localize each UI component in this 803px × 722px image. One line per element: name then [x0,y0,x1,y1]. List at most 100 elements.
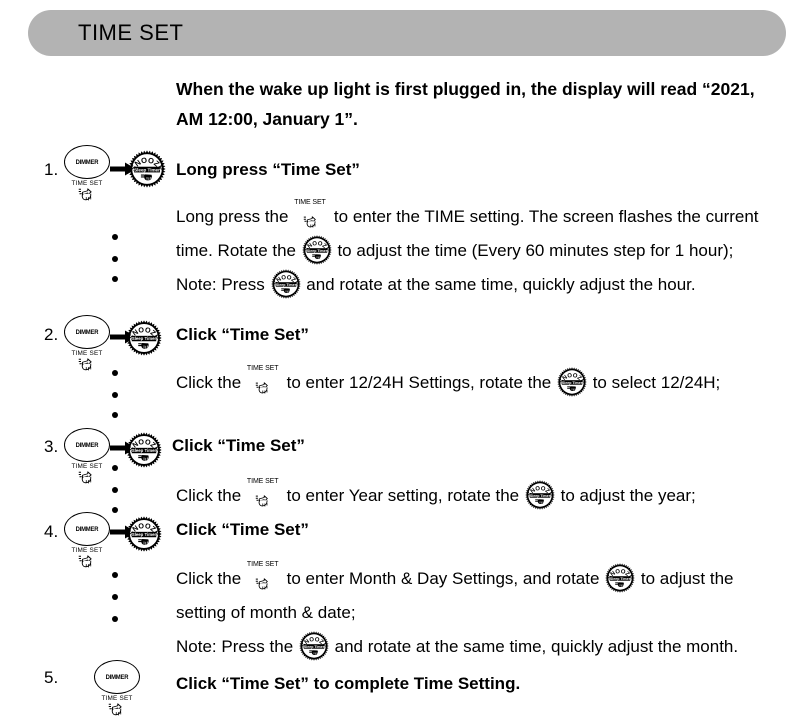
body-text: to adjust the time (Every 60 minutes ste… [332,241,734,260]
svg-text:Sleep Timer: Sleep Timer [132,532,157,537]
time-set-label: TIME SET [71,350,103,357]
bullet-marker [112,276,118,282]
right-arrow-icon [110,162,136,176]
time-set-label: TIME SET [101,695,133,702]
svg-text:Sleep Timer: Sleep Timer [132,336,157,341]
step-body: Click the TIME SET to enter Year setting… [176,461,796,513]
page-title: TIME SET [78,20,184,45]
body-text: to enter Month & Day Settings, and rotat… [281,569,605,588]
pointing-hand-icon [256,578,269,590]
dimmer-button-circle[interactable]: DIMMER [64,428,110,462]
inline-time-set-icon[interactable]: TIME SET [247,461,281,508]
inline-time-set-icon[interactable]: TIME SET [247,348,281,395]
step-heading: Long press “Time Set” [176,160,360,179]
inline-time-set-icon[interactable]: TIME SET [247,544,281,591]
inline-hand-icon-wrap [294,215,328,229]
dimmer-time-set-button-icon[interactable]: DIMMER TIME SET [62,512,112,569]
time-set-label: TIME SET [71,180,103,187]
hand-icon-wrap [92,702,142,717]
step-heading: Click “Time Set” [172,436,305,455]
body-text: Click the [176,569,246,588]
bullet-marker [112,256,118,262]
time-set-label: TIME SET [71,463,103,470]
step-number: 2. [44,325,59,344]
body-text: Click the [176,373,246,392]
body-text: Note: Press the [176,637,298,656]
pointing-hand-icon [108,703,122,716]
inline-time-set-label: TIME SET [294,199,326,206]
body-text: to enter Year setting, rotate the [281,486,524,505]
pointing-hand-icon [78,555,92,568]
dimmer-button-circle[interactable]: DIMMER [94,660,140,694]
step-body: Long press the TIME SET to enter the TIM… [176,182,776,302]
bullet-marker [112,572,118,578]
step-number: 1. [44,160,59,179]
section-header-bar: TIME SET [28,10,786,56]
bullet-marker [112,487,118,493]
dimmer-time-set-button-icon[interactable]: DIMMER TIME SET [62,428,112,485]
bullet-marker [112,370,118,376]
inline-hand-icon-wrap [247,494,281,508]
body-text: and rotate at the same time, quickly adj… [329,637,739,656]
body-text: Note: Press [176,275,270,294]
pointing-hand-icon [303,216,316,228]
bullet-marker [112,594,118,600]
svg-text:Sleep Timer: Sleep Timer [307,249,328,253]
pointing-hand-icon [256,382,269,394]
intro-paragraph: When the wake up light is first plugged … [176,79,755,129]
svg-text:Sleep Timer: Sleep Timer [530,494,551,498]
inline-hand-icon-wrap [247,577,281,591]
dimmer-label: DIMMER [105,673,129,681]
inline-time-set-label: TIME SET [246,561,279,568]
dimmer-label: DIMMER [75,441,99,449]
dimmer-label: DIMMER [75,525,99,533]
bullet-marker [112,234,118,240]
bullet-marker [112,616,118,622]
svg-text:Sleep Timer: Sleep Timer [562,381,583,385]
step-heading: Click “Time Set” [176,520,309,539]
step-number: 3. [44,437,59,456]
step-number: 5. [44,668,59,687]
step-heading: Click “Time Set” [176,325,309,344]
dimmer-button-circle[interactable]: DIMMER [64,145,110,179]
hand-icon-wrap [62,554,112,569]
svg-text:Sleep Timer: Sleep Timer [304,645,325,649]
dimmer-button-circle[interactable]: DIMMER [64,512,110,546]
dimmer-time-set-button-icon[interactable]: DIMMER TIME SET [92,660,142,717]
pointing-hand-icon [78,188,92,201]
body-text: to select 12/24H; [587,373,721,392]
bullet-marker [112,412,118,418]
pointing-hand-icon [78,471,92,484]
inline-time-set-icon[interactable]: TIME SET [294,182,328,229]
body-text: to adjust the setting of month & date; [176,569,734,622]
step-heading: Click “Time Set” to complete Time Settin… [176,674,521,693]
body-text: to adjust the year; [555,486,696,505]
inline-time-set-label: TIME SET [246,365,279,372]
bullet-marker [112,465,118,471]
body-text: to enter 12/24H Settings, rotate the [281,373,556,392]
svg-text:Sleep Timer: Sleep Timer [132,448,157,453]
pointing-hand-icon [78,358,92,371]
body-text: and rotate at the same time, quickly adj… [301,275,696,294]
pointing-hand-icon [256,495,269,507]
step-body: Click the TIME SET to enter 12/24H Setti… [176,348,776,400]
svg-text:Sleep Timer: Sleep Timer [134,167,160,172]
svg-text:Sleep Timer: Sleep Timer [275,283,296,287]
dimmer-button-circle[interactable]: DIMMER [64,315,110,349]
hand-icon-wrap [62,187,112,202]
inline-hand-icon-wrap [247,381,281,395]
time-set-label: TIME SET [71,547,103,554]
